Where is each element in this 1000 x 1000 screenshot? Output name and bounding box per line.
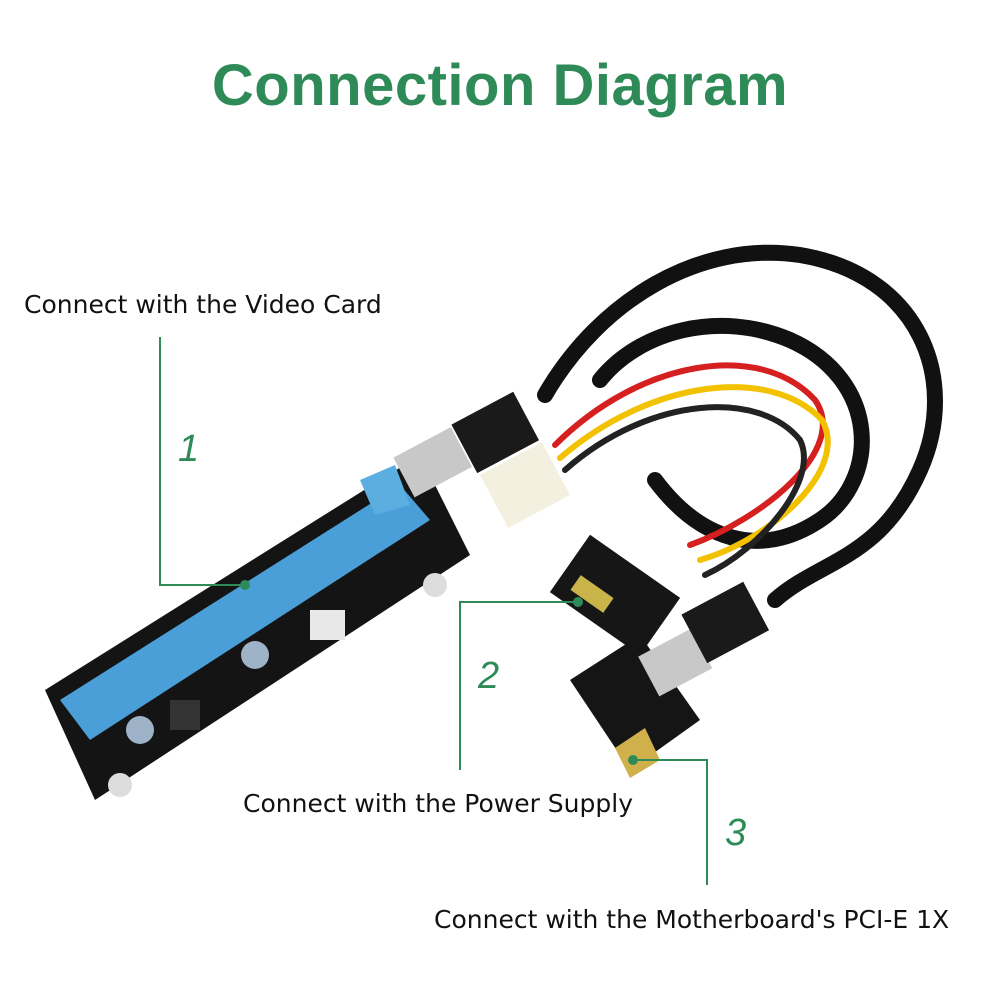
board-connectors (393, 391, 570, 528)
leader-dots (240, 580, 638, 765)
leader-line-2 (459, 601, 575, 770)
sata-connector (549, 534, 681, 656)
riser-board (45, 455, 470, 800)
step-3-label: Connect with the Motherboard's PCI-E 1X (434, 905, 950, 934)
power-wires (552, 362, 831, 578)
step-1-number: 1 (178, 428, 200, 470)
leader-lines (159, 337, 708, 885)
diagram-title: Connection Diagram (211, 53, 789, 118)
leader-line-3 (633, 759, 708, 885)
step-2-number: 2 (478, 655, 500, 697)
step-2-label: Connect with the Power Supply (243, 789, 634, 818)
step-1-label: Connect with the Video Card (24, 290, 382, 319)
leader-line-1 (159, 337, 245, 586)
step-3-number: 3 (725, 812, 747, 854)
pcie-x1-adapter (570, 581, 770, 778)
usb-cable (537, 244, 943, 608)
